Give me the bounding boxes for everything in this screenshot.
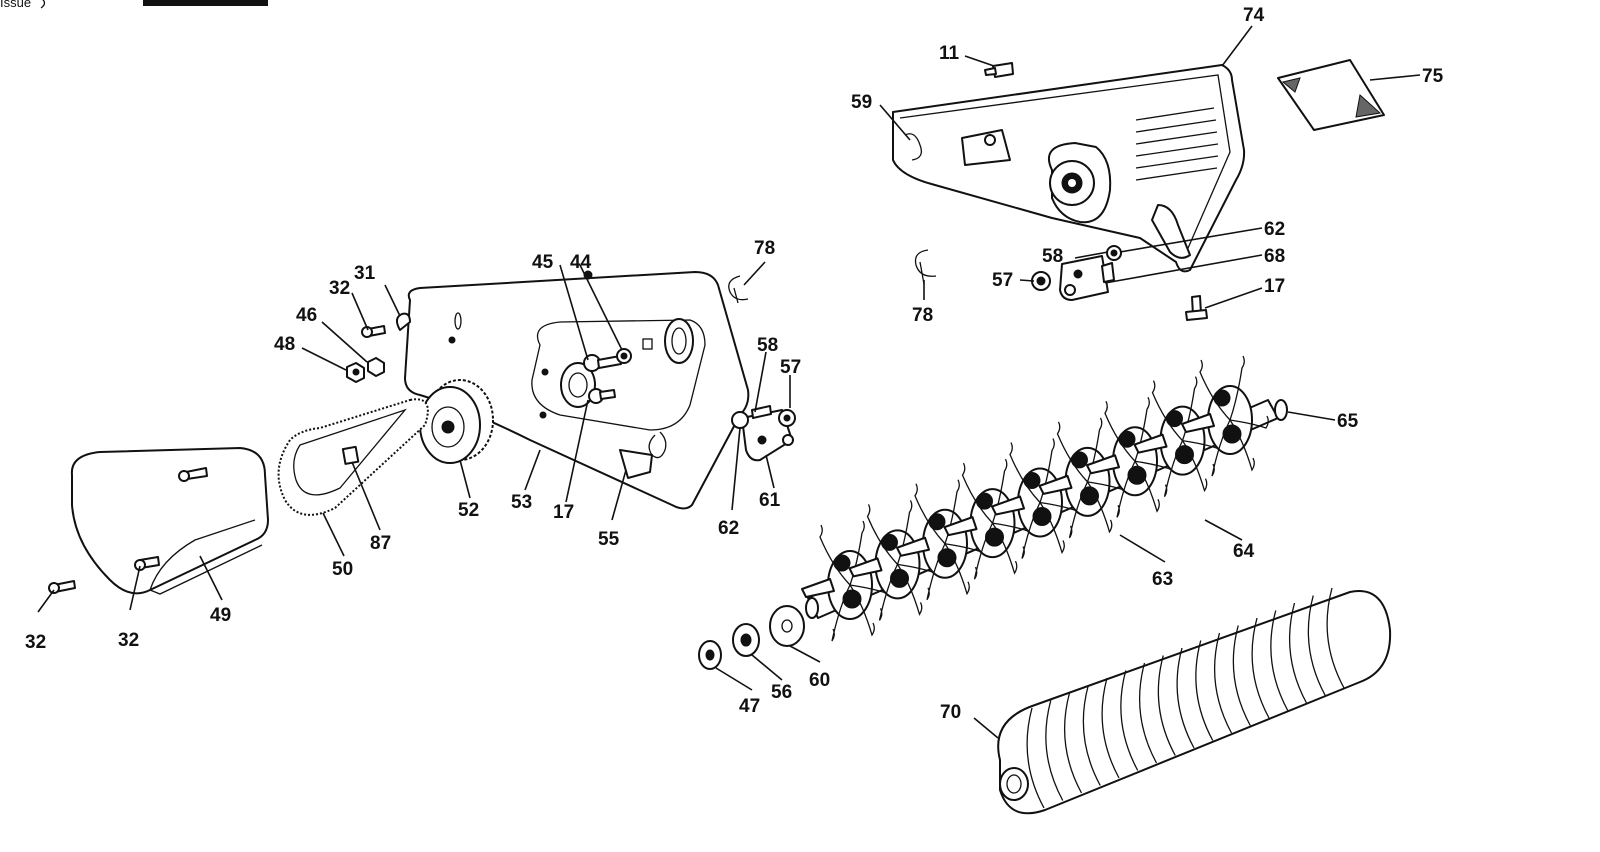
roller-ring: [1307, 595, 1326, 696]
roller-ring: [1213, 632, 1233, 734]
label-87: 87: [370, 533, 391, 554]
header-black-bar: [143, 0, 268, 6]
label-60: 60: [809, 670, 830, 691]
label-55: 55: [598, 529, 620, 550]
label-48: 48: [274, 334, 295, 355]
roller-ring: [1120, 670, 1139, 771]
roller-ring: [1326, 587, 1345, 689]
roller-ring: [1288, 602, 1308, 704]
label-68: 68: [1264, 246, 1285, 267]
roller-ring: [1045, 700, 1064, 801]
clip-59: [904, 133, 923, 161]
screw-17-right: [1185, 295, 1208, 321]
issue-bracket: [40, 0, 46, 9]
label-78-right: 78: [912, 305, 933, 326]
cutter-blade-hub: [991, 438, 1079, 559]
part-labels: 74 11 75 59 62 58 68 57 17 78 78 31 32 4…: [25, 5, 1444, 723]
label-58-left: 58: [757, 335, 778, 356]
label-11: 11: [939, 43, 960, 64]
roller-ring: [1176, 647, 1195, 749]
clip-31: [396, 312, 411, 331]
roller-ring: [1232, 625, 1251, 726]
label-31: 31: [354, 263, 376, 284]
label-61: 61: [759, 490, 781, 511]
washer-46: [367, 357, 385, 377]
label-32-top: 32: [329, 278, 350, 299]
roller-ring: [1026, 707, 1045, 809]
bolt-17-left: [588, 388, 616, 404]
issue-label: Issue: [0, 0, 31, 10]
label-47: 47: [739, 696, 760, 717]
label-57-left: 57: [780, 357, 801, 378]
label-57-top: 57: [992, 270, 1013, 291]
label-17-left: 17: [553, 502, 574, 523]
label-53: 53: [511, 492, 532, 513]
decal-75: [1277, 59, 1385, 131]
clip-78-left: [728, 275, 749, 304]
drive-plate-53: [404, 270, 750, 510]
label-52: 52: [458, 500, 479, 521]
screw-guard-top: [178, 467, 208, 482]
roller-70: [997, 587, 1392, 815]
label-17-right: 17: [1264, 276, 1285, 297]
label-59: 59: [851, 92, 872, 113]
side-cover-74: [892, 64, 1246, 273]
screw-11: [984, 62, 1014, 78]
label-32-left: 32: [25, 632, 46, 653]
roller-ring: [1082, 685, 1101, 786]
belt-50: [277, 398, 429, 516]
label-50: 50: [332, 559, 353, 580]
roller-ring: [1063, 692, 1083, 794]
washer-62-left: [731, 411, 749, 429]
screw-32-mid: [134, 556, 160, 571]
screw-32-left: [48, 580, 76, 594]
label-46: 46: [296, 305, 317, 326]
label-70: 70: [940, 702, 961, 723]
roller-ring: [1195, 640, 1214, 741]
label-44: 44: [570, 252, 592, 273]
washer-60: [769, 605, 805, 647]
roller-ring: [1157, 655, 1176, 756]
roller-ring: [1101, 677, 1120, 779]
roller-ring: [1251, 617, 1270, 719]
bracket-68: [1059, 255, 1115, 301]
label-75: 75: [1422, 66, 1444, 87]
label-78-left: 78: [754, 238, 775, 259]
bolt-58-left: [751, 405, 772, 419]
label-65: 65: [1337, 411, 1359, 432]
cutter-blade-hub: [1181, 355, 1269, 477]
label-63: 63: [1152, 569, 1173, 590]
leader-lines: [37, 25, 1421, 739]
clip-78-right: [914, 249, 937, 285]
label-45: 45: [532, 252, 554, 273]
roller-ring: [1270, 610, 1289, 711]
label-49: 49: [210, 605, 231, 626]
screw-32-top: [361, 325, 386, 338]
label-62-left: 62: [718, 518, 739, 539]
label-58-top: 58: [1042, 246, 1063, 267]
label-74: 74: [1243, 5, 1265, 26]
label-64: 64: [1233, 541, 1255, 562]
label-62-top: 62: [1264, 219, 1285, 240]
roller-ring: [1138, 662, 1158, 764]
pulley-52: [419, 379, 494, 464]
bracket-55: [619, 449, 653, 479]
belt-guard-49: [70, 447, 269, 595]
label-32-mid: 32: [118, 630, 139, 651]
cutter-blades-64: [801, 355, 1269, 642]
label-56: 56: [771, 682, 792, 703]
